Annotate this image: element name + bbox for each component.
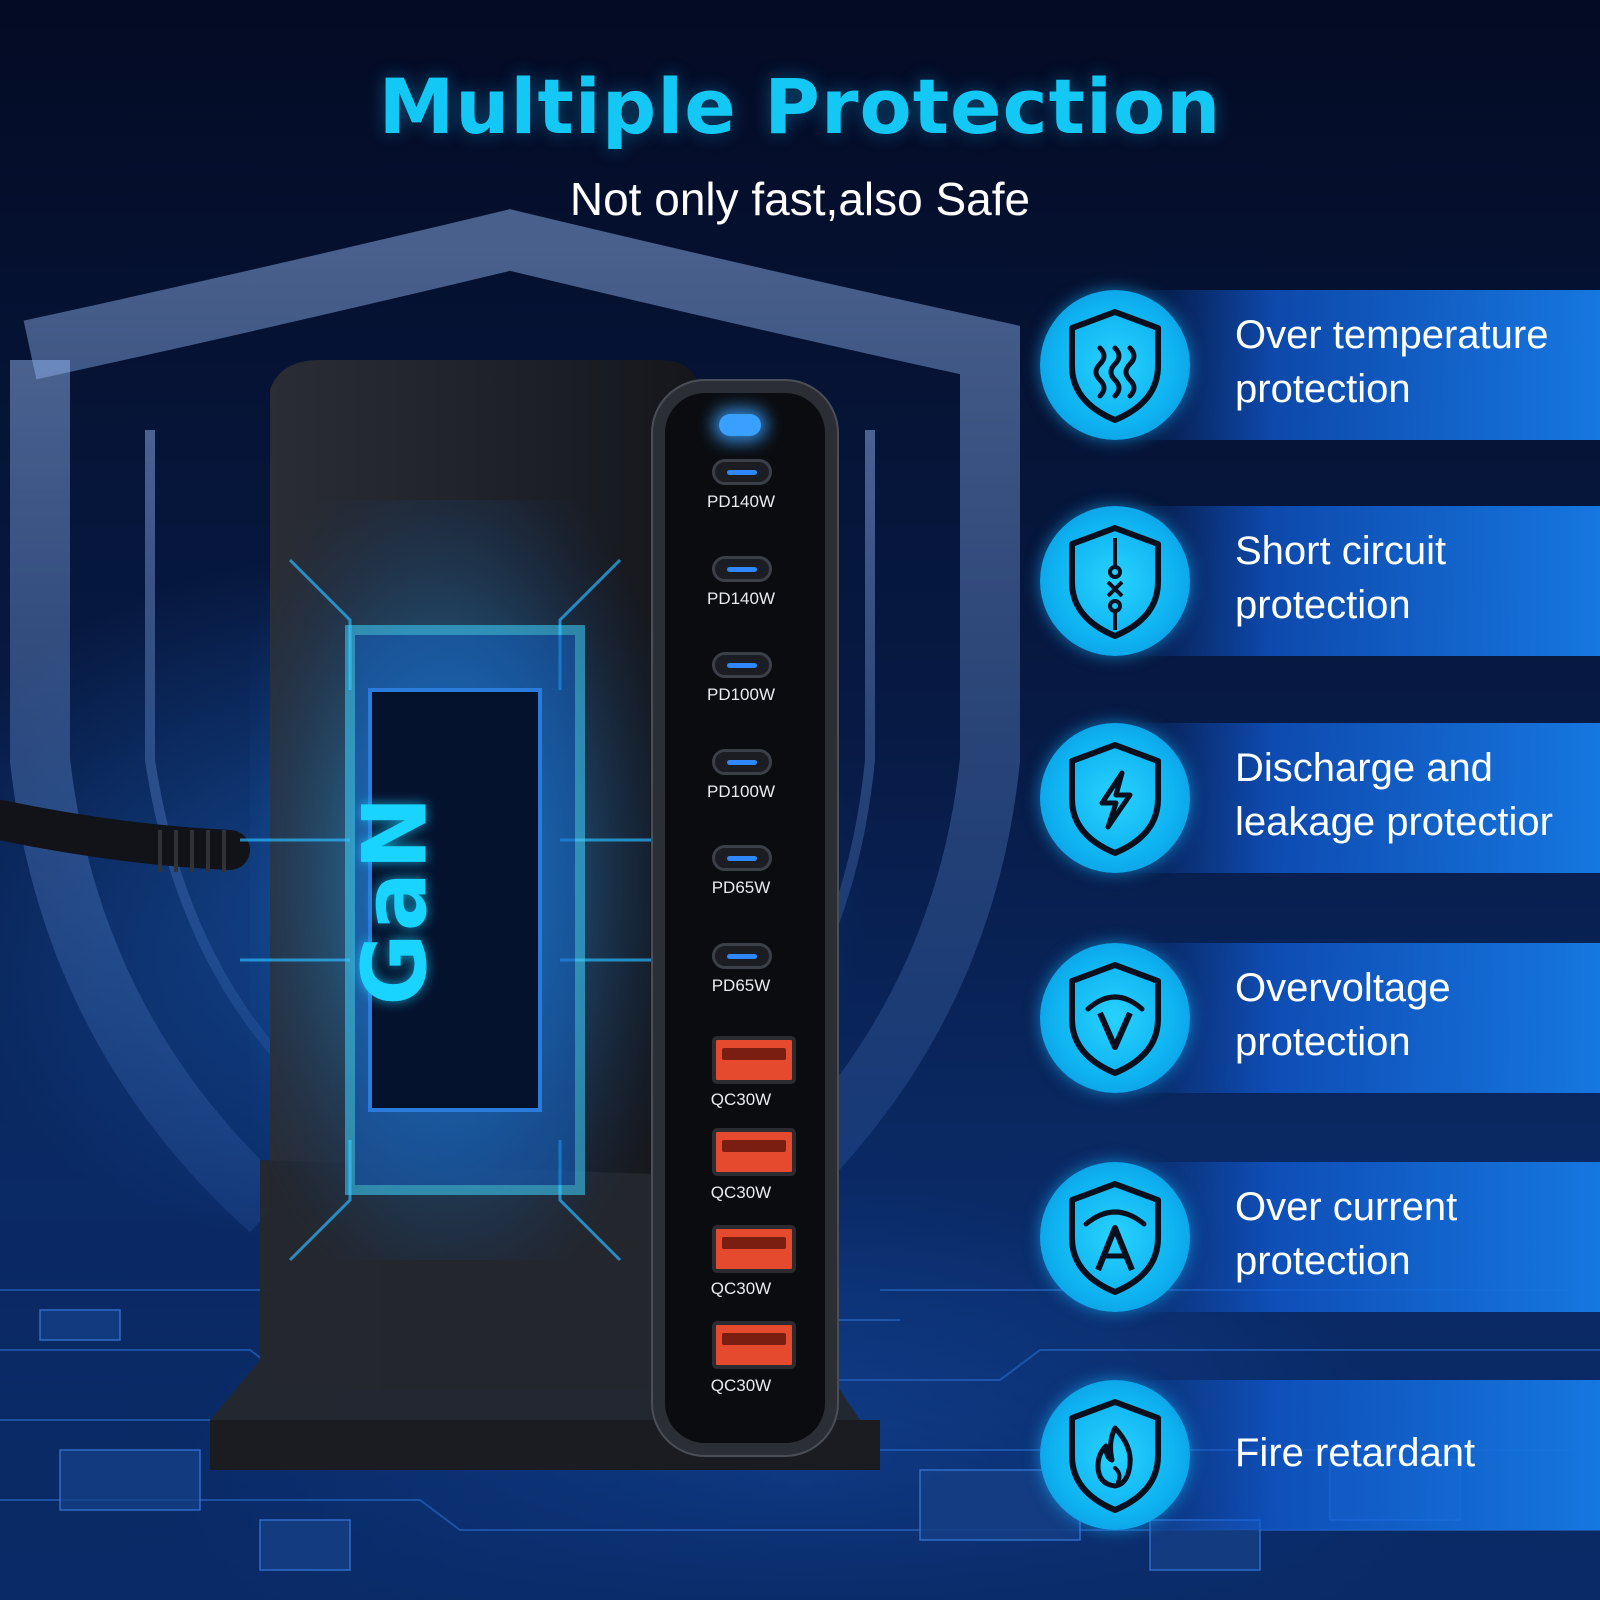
feature-label-line: Overvoltage <box>1235 966 1451 1010</box>
page-subtitle: Not only fast,also Safe <box>569 173 1031 225</box>
voltage-shield-icon <box>1040 943 1190 1093</box>
feature-over-temperature: Over temperature protection <box>1040 290 1600 440</box>
feature-overvoltage: Overvoltage protection <box>1040 943 1600 1093</box>
feature-fire-retardant: Fire retardant <box>1040 1380 1600 1530</box>
feature-over-current: Over current protection <box>1040 1162 1600 1312</box>
feature-band <box>1130 1162 1600 1312</box>
feature-label-line: protection <box>1235 367 1411 411</box>
feature-label: Over current protection <box>1235 1180 1595 1288</box>
usb-a-port-4[interactable] <box>712 1321 796 1369</box>
port-label: PD100W <box>706 782 776 801</box>
feature-label-line: protection <box>1235 1239 1411 1283</box>
usb-a-port-2[interactable] <box>712 1128 796 1176</box>
port-label: PD65W <box>711 878 771 897</box>
port-label: QC30W <box>710 1090 772 1109</box>
port-label: QC30W <box>710 1279 772 1298</box>
feature-label-line: Fire retardant <box>1235 1431 1476 1475</box>
flame-shield-icon <box>1040 1380 1190 1530</box>
feature-label-line: Short circuit <box>1235 529 1447 573</box>
usb-c-port-6[interactable] <box>712 943 772 969</box>
feature-band <box>1130 506 1600 656</box>
usb-c-port-5[interactable] <box>712 845 772 871</box>
feature-band <box>1130 1380 1600 1530</box>
feature-label-line: leakage protectior <box>1235 800 1553 844</box>
port-label: PD100W <box>706 685 776 704</box>
heat-shield-icon <box>1040 290 1190 440</box>
feature-band <box>1130 723 1600 873</box>
ampere-shield-icon <box>1040 1162 1190 1312</box>
feature-label-line: Over current <box>1235 1185 1458 1229</box>
feature-label: Short circuit protection <box>1235 524 1595 632</box>
feature-label-line: Discharge and <box>1235 746 1493 790</box>
feature-label: Fire retardant <box>1235 1426 1595 1480</box>
feature-label: Over temperature protection <box>1235 308 1595 416</box>
port-label: PD140W <box>706 589 776 608</box>
feature-discharge-leakage: Discharge and leakage protectior <box>1040 723 1600 873</box>
port-label: PD140W <box>706 492 776 511</box>
usb-c-port-1[interactable] <box>712 459 772 485</box>
short-circuit-shield-icon <box>1040 506 1190 656</box>
port-label: QC30W <box>710 1183 772 1202</box>
port-label: QC30W <box>710 1376 772 1395</box>
gan-chip-graphic <box>240 500 670 1262</box>
feature-short-circuit: Short circuit protection <box>1040 506 1600 656</box>
power-cable <box>0 800 250 872</box>
usb-a-port-3[interactable] <box>712 1225 796 1273</box>
lightning-shield-icon <box>1040 723 1190 873</box>
feature-label-line: Over temperature <box>1235 313 1549 357</box>
feature-label: Discharge and leakage protectior <box>1235 741 1595 849</box>
usb-c-port-4[interactable] <box>712 749 772 775</box>
power-indicator-led <box>719 414 761 436</box>
feature-band <box>1130 943 1600 1093</box>
feature-label: Overvoltage protection <box>1235 961 1595 1069</box>
charger-body <box>210 360 880 1470</box>
usb-c-port-2[interactable] <box>712 556 772 582</box>
gan-chip-label: GaN <box>343 794 447 1006</box>
page-title: Multiple Protection <box>378 62 1222 151</box>
feature-band <box>1130 290 1600 440</box>
feature-label-line: protection <box>1235 1020 1411 1064</box>
usb-a-port-1[interactable] <box>712 1036 796 1084</box>
port-label: PD65W <box>711 976 771 995</box>
usb-c-port-3[interactable] <box>712 652 772 678</box>
feature-label-line: protection <box>1235 583 1411 627</box>
